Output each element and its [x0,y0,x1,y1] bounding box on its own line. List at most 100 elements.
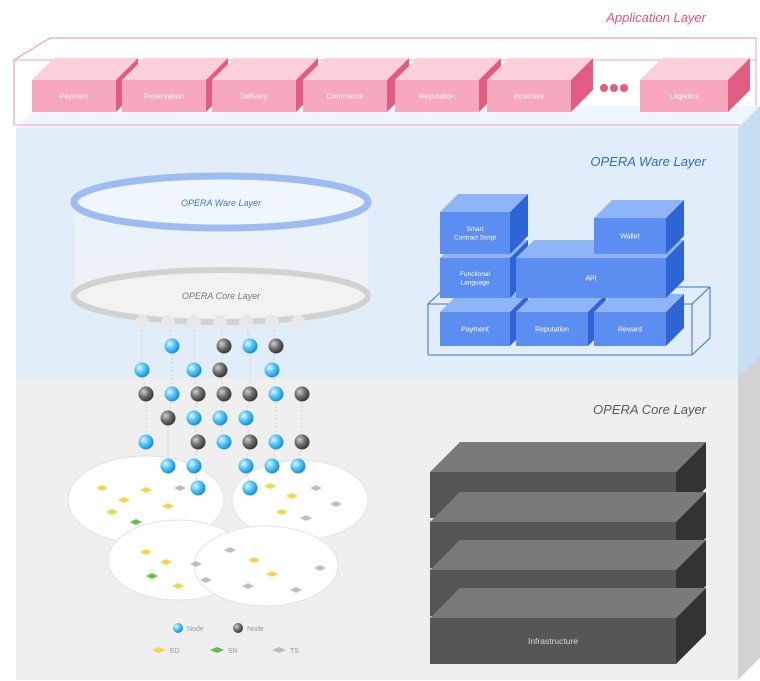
ware-block-payment-label-1: Payment [461,326,489,333]
ware-layer-title: OPERA Ware Layer [590,154,706,169]
device-tile-gray [300,515,312,521]
app-block-logistics: Logistics [640,58,750,112]
device-tile-yellow [160,559,172,565]
node-blue [242,480,258,496]
device-tile-yellow [140,487,152,493]
device-tile-gray [314,565,326,571]
legend-gray-label: TS [290,648,299,655]
node-gray [242,434,258,450]
device-tile-yellow [248,557,260,563]
node-blue [290,458,306,474]
node-blue [242,338,258,354]
app-ellipsis-dot [620,84,628,92]
node-blue [238,458,254,474]
node-blue [186,458,202,474]
legend-yellow-icon [152,647,166,653]
legend-node-blue-label: Node [187,626,204,633]
app-block-commerce: Commerce [303,58,409,112]
ware-block-reputation: Reputation [516,294,606,346]
app-block-incentive-label-1: Incentive [514,92,544,101]
core-block-infrastructure-label-1: Infrastructure [528,636,578,646]
ware-block-smart-contract-label-2: Contract Script [454,234,496,241]
legend-node-gray-label: Node [247,626,264,633]
app-block-reputation: Reputation [395,58,501,112]
device-tile-yellow [162,503,174,509]
device-tile-gray [200,577,212,583]
node-network [67,315,369,607]
legend-green-icon [210,647,224,653]
device-tile-yellow [266,571,278,577]
legend-gray-icon [272,647,286,653]
device-tile-yellow [172,583,184,589]
node-gray [216,338,232,354]
node-blue [160,458,176,474]
device-tile-green [146,573,158,579]
device-tile-gray [290,587,302,593]
device-tile-gray [174,485,186,491]
node-blue [212,410,228,426]
node-faded [291,315,305,329]
ware-block-functional-language-label-1: Functional [460,271,491,278]
legend-item-node-blue: Node [173,623,204,633]
node-blue [268,434,284,450]
cylinder-core-label: OPERA Core Layer [182,291,261,301]
app-ellipsis-dot [600,84,608,92]
node-gray [216,386,232,402]
node-faded [265,315,279,329]
application-layer-title: Application Layer [605,10,706,25]
ware-block-functional-language-label-2: Language [461,280,490,287]
node-faded [135,315,149,329]
node-blue [138,434,154,450]
node-blue [264,458,280,474]
legend-node-gray-icon [233,623,243,633]
ware-block-smart-contract-label-1: Smart [467,226,484,233]
ware-block-reward: Reward [594,294,684,346]
legend-item-node-gray: Node [233,623,264,633]
node-gray [294,434,310,450]
node-blue [190,480,206,496]
device-tile-yellow [276,509,288,515]
device-tile-yellow [106,509,118,515]
node-blue [264,362,280,378]
ware-block-api-label-1: API [585,275,596,282]
device-tile-yellow [96,485,108,491]
device-tile-yellow [118,497,130,503]
ware-block-reward-label-1: Reward [618,326,642,333]
node-blue [186,410,202,426]
device-tile-yellow [286,493,298,499]
app-block-delivery-label-1: Delivery [240,92,267,101]
core-layer-title: OPERA Core Layer [593,402,707,417]
node-blue [164,386,180,402]
node-gray [242,386,258,402]
ware-block-wallet: Wallet [594,200,684,254]
legend-green-label: SN [228,648,238,655]
node-gray [190,386,206,402]
app-block-logistics-label-1: Logistics [669,92,698,101]
ware-block-reputation-label-1: Reputation [535,326,569,333]
node-faded [187,315,201,329]
legend-item-green: SN [210,647,238,655]
app-block-reputation-label-1: Reputation [419,92,455,101]
ware-block-payment: Payment [440,294,528,346]
device-tile-gray [330,501,342,507]
node-faded [213,315,227,329]
legend: Node Node ED SN TS [152,623,299,655]
app-ellipsis-dot [610,84,618,92]
app-block-incentive: Incentive [487,58,593,112]
device-tile-gray [224,547,236,553]
device-tile-gray [242,583,254,589]
node-gray [160,410,176,426]
device-tile-yellow [140,549,152,555]
layer-cylinder: OPERA Ware Layer OPERA Core Layer [70,172,372,325]
node-gray [294,386,310,402]
node-faded [239,315,253,329]
device-tile-gray [310,485,322,491]
device-tile-green [130,519,142,525]
app-block-delivery: Delivery [212,58,318,112]
legend-node-blue-icon [173,623,183,633]
